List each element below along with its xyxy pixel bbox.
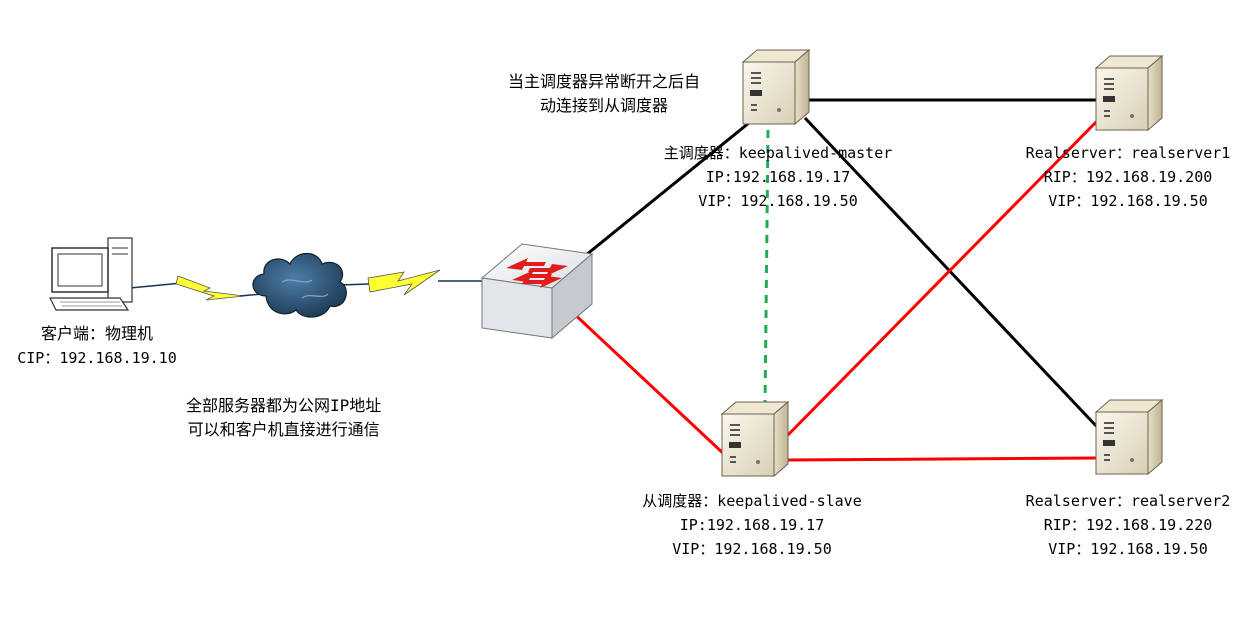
server-icon-slave <box>721 401 789 477</box>
realserver2-rip: RIP：192.168.19.220 <box>1043 516 1213 534</box>
heartbeat-link <box>763 129 770 409</box>
client-title: 客户端：物理机 <box>40 324 153 343</box>
server-icon-realserver2 <box>1095 399 1163 475</box>
link-switch-master <box>569 116 756 270</box>
realserver1-rip: RIP：192.168.19.200 <box>1043 168 1213 186</box>
failover-note-line: 动连接到从调度器 <box>540 96 669 115</box>
master-label: 主调度器：keepalived-master IP:192.168.19.17 … <box>636 141 920 213</box>
public-ip-note: 全部服务器都为公网IP地址 可以和客户机直接进行通信 <box>186 394 381 442</box>
link-slave-rs2 <box>784 456 1101 462</box>
realserver1-vip: VIP：192.168.19.50 <box>1048 192 1208 210</box>
client-ip: CIP：192.168.19.10 <box>17 349 177 367</box>
public-ip-note-line: 全部服务器都为公网IP地址 <box>186 396 382 415</box>
master-vip: VIP：192.168.19.50 <box>698 192 858 210</box>
master-ip: IP:192.168.19.17 <box>705 168 851 186</box>
link-switch-slave <box>568 308 727 457</box>
server-icon-master <box>742 49 810 125</box>
public-ip-note-line: 可以和客户机直接进行通信 <box>187 420 380 439</box>
realserver2-label: Realserver：realserver2 RIP：192.168.19.22… <box>1010 489 1246 561</box>
slave-ip: IP:192.168.19.17 <box>679 516 825 534</box>
wireless-link-client-cloud <box>129 275 263 301</box>
cloud-icon <box>252 252 347 318</box>
realserver2-title: Realserver：realserver2 <box>1025 492 1231 510</box>
connections <box>568 98 1102 462</box>
failover-note: 当主调度器异常断开之后自 动连接到从调度器 <box>508 70 700 118</box>
link-slave-rs1 <box>783 116 1102 440</box>
realserver1-title: Realserver：realserver1 <box>1025 144 1231 162</box>
client-label: 客户端：物理机 CIP：192.168.19.10 <box>2 322 192 370</box>
realserver1-label: Realserver：realserver1 RIP：192.168.19.20… <box>1010 141 1246 213</box>
realserver2-vip: VIP：192.168.19.50 <box>1048 540 1208 558</box>
slave-vip: VIP：192.168.19.50 <box>672 540 832 558</box>
wireless-link-cloud-switch <box>337 269 485 296</box>
slave-label: 从调度器：keepalived-slave IP:192.168.19.17 V… <box>616 489 888 561</box>
master-title: 主调度器：keepalived-master <box>663 144 893 162</box>
server-icon-realserver1 <box>1095 55 1163 131</box>
slave-title: 从调度器：keepalived-slave <box>642 492 862 510</box>
link-master-rs2 <box>803 116 1102 432</box>
switch-icon <box>480 243 594 340</box>
failover-note-line: 当主调度器异常断开之后自 <box>508 72 701 91</box>
desktop-computer-icon <box>49 237 133 311</box>
